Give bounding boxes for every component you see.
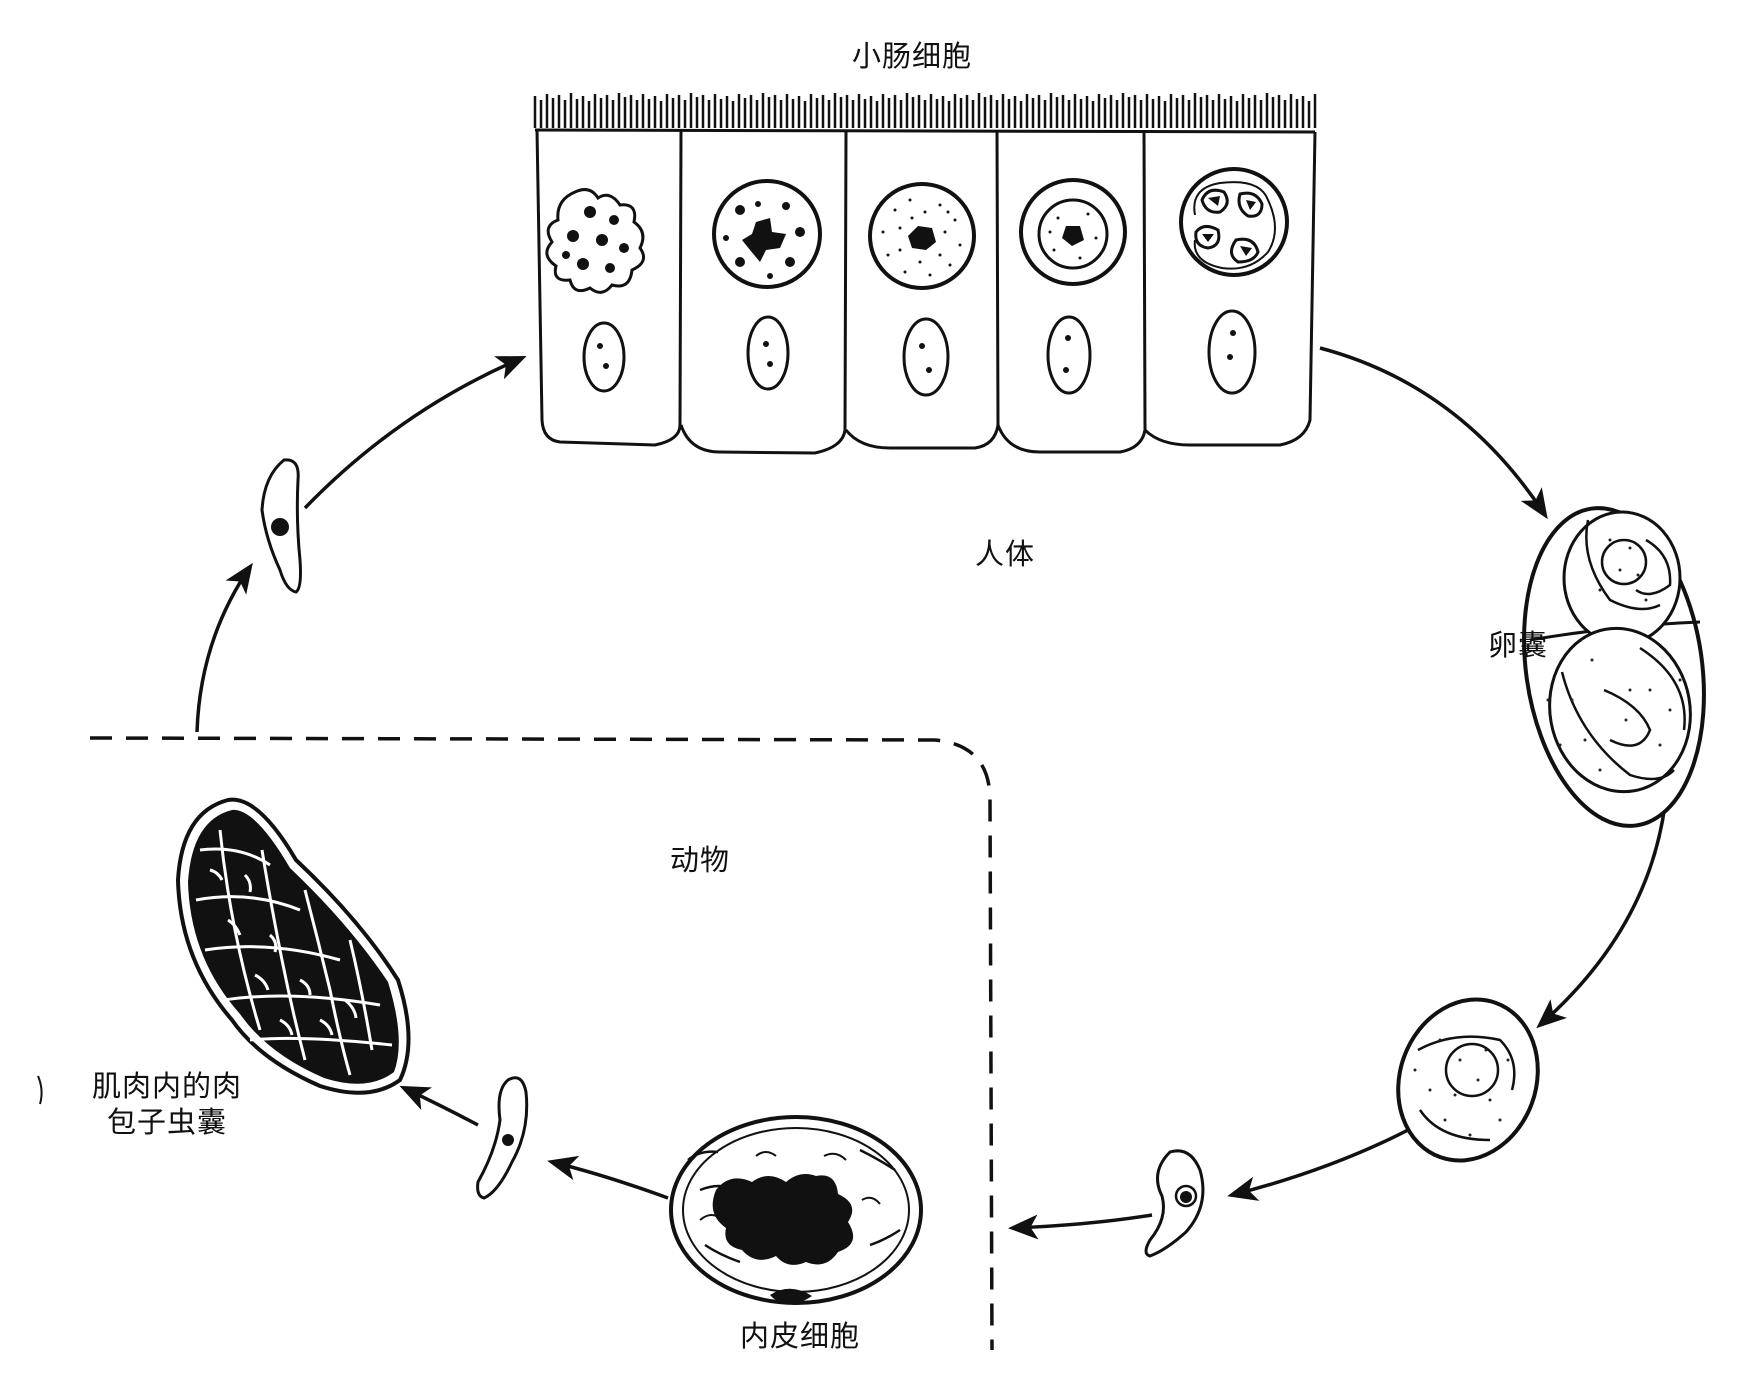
label-oocyst: 卵囊 xyxy=(1488,628,1549,662)
cycle-arrows xyxy=(195,346,1667,1240)
epithelial-cell xyxy=(679,131,848,455)
host-boundary xyxy=(89,736,994,1351)
epithelial-cell xyxy=(844,131,1000,450)
arrow-to-intestine xyxy=(303,356,527,510)
arrow-to-sarcocyst xyxy=(399,1085,479,1127)
label-sarcocyst: 肌肉内的肉 包子虫囊 xyxy=(92,1068,242,1140)
host-nucleus xyxy=(746,315,790,391)
arrow-to-animal xyxy=(1008,1213,1153,1240)
host-nucleus xyxy=(1207,309,1257,395)
oocyst xyxy=(1522,506,1706,828)
host-nucleus xyxy=(1046,315,1092,395)
label-sarcocyst-line2: 包子虫囊 xyxy=(107,1105,228,1139)
merozoite xyxy=(476,1076,529,1200)
label-sarcocyst-line1: 肌肉内的肉 xyxy=(92,1069,243,1103)
host-nucleus xyxy=(582,321,626,393)
endothelial-cell-schizont xyxy=(669,1115,923,1305)
sarcocyst xyxy=(175,797,411,1095)
epithelial-cell xyxy=(996,131,1147,454)
arrow-endothelial-to-merozoite xyxy=(547,1155,669,1200)
arrow-oocyst-to-sporocyst xyxy=(1536,804,1667,1029)
arrow-sarcocyst-up xyxy=(195,562,253,733)
arrow-to-oocyst xyxy=(1319,346,1548,520)
sporozoite xyxy=(1144,1149,1205,1258)
arrow-to-sporozoite xyxy=(1227,1128,1409,1201)
label-animal-host: 动物 xyxy=(670,843,731,877)
sporocyst xyxy=(1396,997,1540,1163)
epithelial-cell xyxy=(535,129,683,447)
parasite-schizont xyxy=(545,188,646,294)
label-human-host: 人体 xyxy=(975,537,1036,571)
epithelial-cell xyxy=(1143,131,1317,447)
label-small-intestine-cells: 小肠细胞 xyxy=(852,39,973,73)
label-endothelial-cell: 内皮细胞 xyxy=(740,1319,861,1353)
bradyzoite xyxy=(260,458,302,594)
edge-mark xyxy=(37,1075,43,1105)
brush-border xyxy=(533,93,1317,128)
host-nucleus xyxy=(902,317,950,397)
intestinal-epithelium xyxy=(533,93,1317,455)
